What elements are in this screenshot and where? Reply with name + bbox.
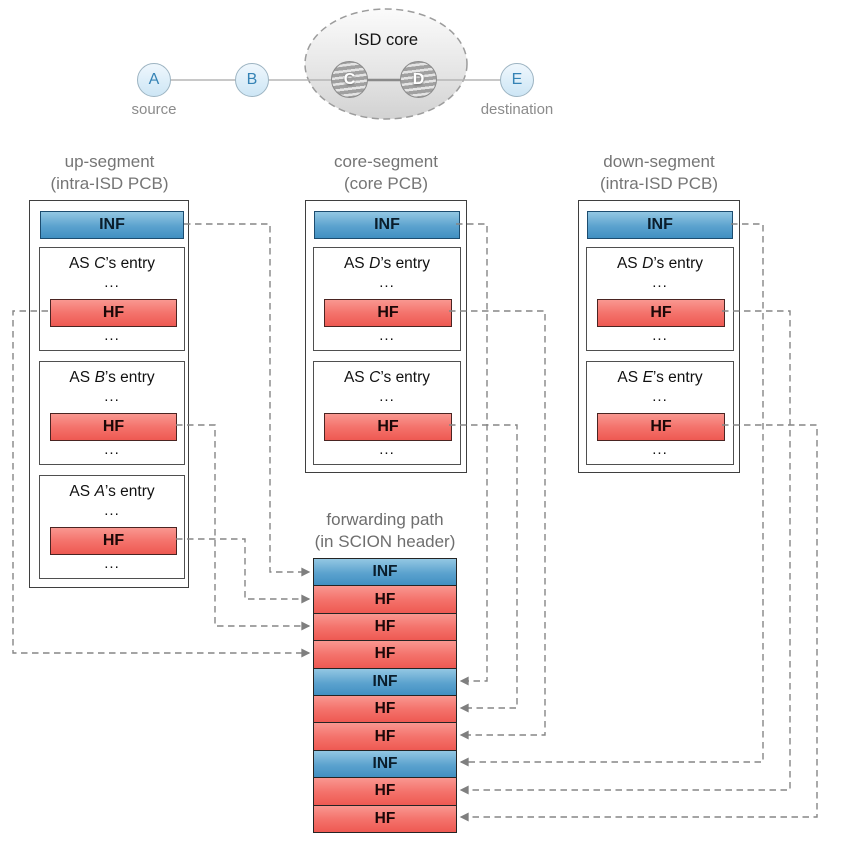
ellipsis: ... <box>652 388 668 405</box>
node-a-label: A <box>148 71 160 88</box>
ellipsis: ... <box>104 441 120 458</box>
destination-caption: destination <box>480 101 554 118</box>
fwd-row-hf-b: HF <box>314 612 456 641</box>
forwarding-path-title-line2: (in SCION header) <box>314 532 456 551</box>
up-entry-as-b-hf-bar: HF <box>50 413 177 441</box>
source-caption: source <box>131 101 177 118</box>
forwarding-path-title-line1: forwarding path <box>326 510 444 529</box>
up-entry-as-a-hf-bar: HF <box>50 527 177 555</box>
core-segment-title: core-segment (core PCB) <box>296 151 476 195</box>
node-e-label: E <box>511 71 523 88</box>
ellipsis: ... <box>379 388 395 405</box>
node-a: A <box>137 63 171 97</box>
fwd-row-hf-d-core: HF <box>314 722 456 750</box>
node-b: B <box>235 63 269 97</box>
fwd-row-inf-down: INF <box>314 749 456 778</box>
node-c-label: C <box>343 70 356 88</box>
ellipsis: ... <box>379 274 395 291</box>
core-segment-title-line1: core-segment <box>334 152 438 171</box>
core-segment-title-line2: (core PCB) <box>343 174 429 193</box>
fwd-row-inf-core: INF <box>314 667 456 696</box>
ellipsis: ... <box>104 388 120 405</box>
down-entry-as-e-hf-bar: HF <box>597 413 725 441</box>
connector-down-e-hf <box>459 424 818 822</box>
forwarding-path-stack: INF HF HF HF INF HF HF INF HF HF <box>313 558 457 833</box>
fwd-row-hf-c-core: HF <box>314 695 456 723</box>
down-segment-inf-bar: INF <box>587 211 733 239</box>
fwd-row-hf-d-down: HF <box>314 777 456 805</box>
fwd-row-hf-a: HF <box>314 585 456 613</box>
node-c: C <box>331 61 368 98</box>
node-d-label: D <box>412 70 425 88</box>
down-segment-title: down-segment (intra-ISD PCB) <box>569 151 749 195</box>
up-segment-inf-bar: INF <box>40 211 184 239</box>
isd-core-ellipse <box>304 8 468 120</box>
core-entry-as-c-hf-bar: HF <box>324 413 452 441</box>
ellipsis: ... <box>379 327 395 344</box>
node-b-label: B <box>246 71 258 88</box>
down-segment-title-line2: (intra-ISD PCB) <box>599 174 719 193</box>
core-entry-as-d-hf-bar: HF <box>324 299 452 327</box>
node-e: E <box>500 63 534 97</box>
isd-core-label: ISD core <box>353 31 419 49</box>
up-entry-as-c-hf-bar: HF <box>50 299 177 327</box>
ellipsis: ... <box>104 555 120 572</box>
down-segment-title-line1: down-segment <box>603 152 715 171</box>
node-d: D <box>400 61 437 98</box>
forwarding-path-title: forwarding path (in SCION header) <box>285 509 485 553</box>
core-segment-inf-bar: INF <box>314 211 460 239</box>
ellipsis: ... <box>379 441 395 458</box>
fwd-row-inf-up: INF <box>314 559 456 586</box>
ellipsis: ... <box>104 502 120 519</box>
down-entry-as-d-hf-bar: HF <box>597 299 725 327</box>
up-segment-title-line2: (intra-ISD PCB) <box>50 174 169 193</box>
ellipsis: ... <box>652 441 668 458</box>
fwd-row-hf-c-up: HF <box>314 640 456 668</box>
ellipsis: ... <box>652 274 668 291</box>
ellipsis: ... <box>104 327 120 344</box>
fwd-row-hf-e: HF <box>314 804 456 833</box>
up-segment-title: up-segment (intra-ISD PCB) <box>19 151 200 195</box>
up-segment-title-line1: up-segment <box>64 152 155 171</box>
ellipsis: ... <box>652 327 668 344</box>
ellipsis: ... <box>104 274 120 291</box>
